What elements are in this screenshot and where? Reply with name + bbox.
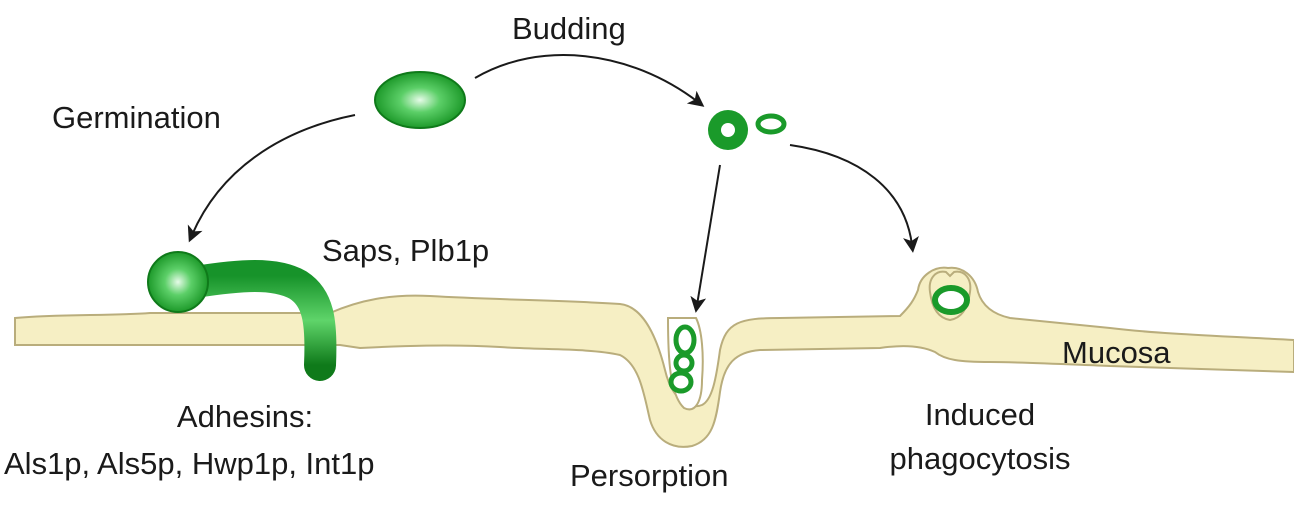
persorption-cell-top xyxy=(673,324,697,356)
yeast-cell xyxy=(374,71,466,129)
label-mucosa: Mucosa xyxy=(1062,335,1171,370)
label-saps: Saps, Plb1p xyxy=(322,233,490,268)
germinating-cell xyxy=(147,251,209,313)
arrow-induced-phagocytosis xyxy=(789,144,919,253)
budding-mother-cell-core xyxy=(721,123,735,137)
label-persorption: Persorption xyxy=(570,458,729,493)
budding-daughter-cell xyxy=(755,113,787,135)
label-induced: Induced xyxy=(924,397,1036,432)
label-phagocytosis: phagocytosis xyxy=(889,441,1071,476)
arrow-budding xyxy=(474,54,705,107)
label-adhesins-title: Adhesins: xyxy=(176,399,314,434)
label-adhesins-list: Als1p, Als5p, Hwp1p, Int1p xyxy=(4,446,375,481)
mucosa-layer xyxy=(14,266,1294,448)
label-budding: Budding xyxy=(512,11,626,46)
persorption-cell-middle xyxy=(673,352,695,374)
arrow-germination xyxy=(187,114,356,243)
arrow-persorption xyxy=(690,164,721,313)
phagocytosed-cell xyxy=(932,285,970,315)
persorption-cell-bottom xyxy=(668,370,694,394)
label-germination: Germination xyxy=(52,100,221,135)
hypha xyxy=(179,260,337,381)
